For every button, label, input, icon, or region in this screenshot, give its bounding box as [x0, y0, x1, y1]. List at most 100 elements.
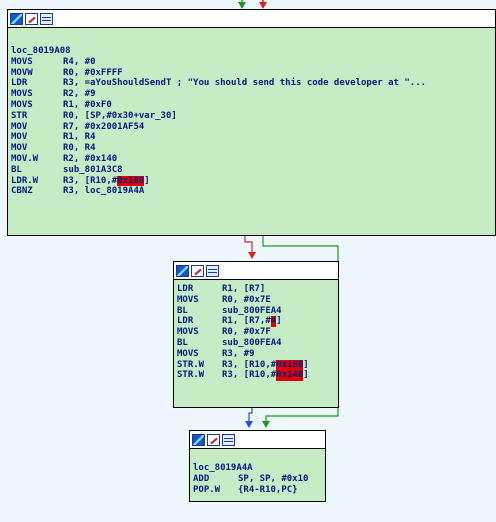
- arrow-in-green: [238, 2, 246, 9]
- operands: R3, [R10,#: [222, 359, 277, 370]
- block-label[interactable]: loc_8019A08: [11, 46, 71, 56]
- instruction-line[interactable]: MOV R1, R4: [11, 132, 492, 143]
- mnemonic: MOVS: [11, 56, 33, 67]
- mnemonic: LDR: [11, 78, 28, 89]
- mnemonic: STR: [11, 110, 28, 121]
- instruction-line[interactable]: MOVS R0, #0x7E: [177, 295, 335, 306]
- mnemonic: MOVS: [177, 294, 199, 305]
- edit-icon[interactable]: [207, 433, 220, 446]
- text-view-icon[interactable]: [222, 433, 235, 446]
- instruction-line[interactable]: STR.W R3, [R10,#0x180]: [177, 359, 335, 371]
- instruction-line[interactable]: LDR R1, [R7,#4]: [177, 316, 335, 328]
- operands: R3, [R10,#: [63, 175, 118, 186]
- instruction-line[interactable]: BL sub_800FEA4: [177, 306, 335, 317]
- operands: R2, #0x140: [63, 153, 118, 164]
- mnemonic: MOV: [11, 143, 28, 154]
- instruction-line[interactable]: MOV R0, R4: [11, 143, 492, 154]
- instruction-line[interactable]: MOVS R1, #0xF0: [11, 100, 492, 111]
- operands: R1, #0xF0: [63, 99, 112, 110]
- operands: R0, [SP,#0x30+var_30]: [63, 110, 177, 121]
- operands: R0, R4: [63, 143, 96, 154]
- mnemonic: POP.W: [193, 484, 221, 495]
- mnemonic: MOVS: [11, 89, 33, 100]
- operands: R1, R4: [63, 132, 96, 143]
- instruction-line[interactable]: LDR R3, =aYouShouldSendT ; "You should se…: [11, 78, 492, 89]
- operands: R4, #0: [63, 56, 96, 67]
- operand-suffix: ]: [303, 359, 309, 370]
- mnemonic: LDR: [177, 316, 194, 327]
- mnemonic: BL: [177, 337, 188, 348]
- operands: R0, #0x7E: [222, 294, 271, 305]
- operand-suffix: ]: [276, 316, 282, 327]
- block-label[interactable]: loc_8019A4A: [193, 463, 253, 473]
- mnemonic: CBNZ: [11, 186, 33, 197]
- instruction-line[interactable]: MOVS R3, #9: [177, 349, 335, 360]
- instruction-line[interactable]: STR.W R3, [R10,#0x140]: [177, 370, 335, 382]
- arrow-mid-to-bot: [245, 421, 253, 428]
- operands: sub_800FEA4: [222, 337, 282, 348]
- text-view-icon[interactable]: [40, 12, 53, 25]
- highlighted-operand[interactable]: 0x180: [276, 359, 304, 371]
- mnemonic: LDR.W: [11, 175, 39, 186]
- instruction-line[interactable]: BL sub_801A3C8: [11, 165, 492, 176]
- mnemonic: MOV: [11, 121, 28, 132]
- highlighted-operand[interactable]: 4: [270, 316, 277, 328]
- instruction-line[interactable]: MOVS R2, #9: [11, 89, 492, 100]
- mnemonic: MOVS: [177, 348, 199, 359]
- mnemonic: BL: [11, 164, 22, 175]
- arrow-in-red: [259, 2, 267, 9]
- operands: R3, [R10,#: [222, 370, 277, 381]
- mnemonic: LDR: [177, 284, 194, 294]
- operands: R3, loc_8019A4A: [63, 186, 145, 197]
- block-header: [8, 10, 495, 28]
- operands: R3, #9: [222, 348, 255, 359]
- operand-suffix: ]: [144, 175, 150, 186]
- instruction-line[interactable]: POP.W{R4-R10,PC}: [193, 485, 322, 496]
- edge-mid-to-bot: [248, 408, 253, 421]
- arrow-top-to-mid: [248, 252, 256, 259]
- edit-icon[interactable]: [191, 264, 204, 277]
- operands: sub_800FEA4: [222, 305, 282, 316]
- graph-icon[interactable]: [176, 264, 189, 277]
- graph-icon[interactable]: [10, 12, 23, 25]
- operand-suffix: ]: [303, 370, 309, 381]
- instruction-line[interactable]: CBNZ R3, loc_8019A4A: [11, 186, 492, 197]
- highlighted-operand[interactable]: 0x140: [276, 370, 304, 382]
- operands: sub_801A3C8: [63, 164, 123, 175]
- operands: R0, #0xFFFF: [63, 67, 123, 78]
- operands: R1, [R7,#: [222, 316, 271, 327]
- highlighted-operand[interactable]: 0x180: [117, 175, 145, 187]
- instruction-line[interactable]: BL sub_800FEA4: [177, 338, 335, 349]
- mnemonic: STR.W: [177, 359, 205, 370]
- operands: R3, =aYouShouldSendT ; "You should send …: [63, 78, 427, 89]
- operands: R0, #0x7F: [222, 327, 271, 338]
- operands: R7, #0x2001AF54: [63, 121, 145, 132]
- mnemonic: MOV.W: [11, 153, 39, 164]
- edge-top-to-mid: [244, 236, 253, 252]
- mnemonic: MOVW: [11, 67, 33, 78]
- edit-icon[interactable]: [25, 12, 38, 25]
- instruction-line[interactable]: LDR.W R3, [R10,#0x180]: [11, 175, 492, 187]
- mnemonic: MOVS: [11, 99, 33, 110]
- instruction-line[interactable]: MOV.W R2, #0x140: [11, 154, 492, 165]
- mnemonic: ADD: [193, 473, 210, 484]
- block-header: [174, 262, 338, 280]
- instruction-line[interactable]: MOVW R0, #0xFFFF: [11, 68, 492, 79]
- mnemonic: STR.W: [177, 370, 205, 381]
- instruction-line[interactable]: MOVS R4, #0: [11, 57, 492, 68]
- text-view-icon[interactable]: [206, 264, 219, 277]
- instruction-line[interactable]: MOV R7, #0x2001AF54: [11, 122, 492, 133]
- arrow-top-to-bot: [262, 421, 270, 428]
- operands: R2, #9: [63, 89, 96, 100]
- mnemonic: BL: [177, 305, 188, 316]
- instruction-line[interactable]: STR R0, [SP,#0x30+var_30]: [11, 111, 492, 122]
- mnemonic: MOV: [11, 132, 28, 143]
- graph-icon[interactable]: [192, 433, 205, 446]
- block-header: [190, 431, 325, 449]
